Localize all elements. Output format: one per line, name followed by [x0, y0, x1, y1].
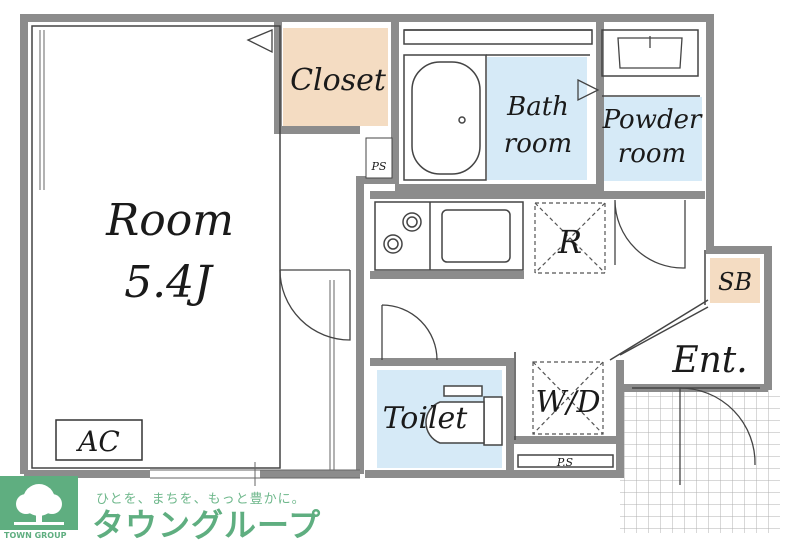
- toilet-icon: [425, 385, 503, 446]
- bathroom-area: [487, 57, 587, 180]
- shoe-box-area: [710, 258, 760, 303]
- balcony-tiles: [620, 388, 780, 533]
- bathtub-icon: [411, 61, 481, 175]
- powder-room-label-1: Powder: [602, 105, 703, 135]
- powder-room-area: [602, 97, 702, 181]
- company-name-en: TOWN GROUP: [4, 531, 67, 540]
- entrance-label: Ent.: [671, 340, 747, 381]
- refrigerator-label: R: [557, 223, 582, 261]
- ps-label-2: P.S: [556, 456, 574, 469]
- company-name: タウングループ: [92, 506, 322, 544]
- room-window: [39, 30, 360, 486]
- closet-label: Closet: [290, 63, 387, 98]
- appliance-spaces: [532, 202, 606, 435]
- closet-area: [283, 28, 388, 126]
- room-label: Room: [105, 195, 234, 246]
- bathroom-label-1: Bath: [506, 92, 569, 122]
- interior-lines: [31, 25, 760, 469]
- stove-burners-icon: [383, 212, 422, 254]
- washbasin-icon: [617, 36, 683, 69]
- pipe-space-box: [365, 137, 393, 179]
- washer-label: W/D: [536, 385, 601, 420]
- company-tagline: ひとを、まちを、もっと豊かに。: [96, 492, 306, 507]
- toilet-label: Toilet: [383, 401, 469, 436]
- shoe-box-label: SB: [718, 268, 752, 296]
- ac-box: [55, 419, 143, 461]
- room-size-label: 5.4J: [124, 257, 214, 308]
- ps-label: PS: [371, 160, 387, 173]
- ac-label: AC: [75, 425, 120, 458]
- kitchen-sink-icon: [441, 209, 511, 263]
- company-logo: [0, 476, 80, 547]
- bathroom-label-2: room: [504, 129, 572, 159]
- tree-logo-icon: [0, 476, 78, 530]
- door-swings: [246, 29, 756, 485]
- powder-room-label-2: room: [618, 139, 686, 169]
